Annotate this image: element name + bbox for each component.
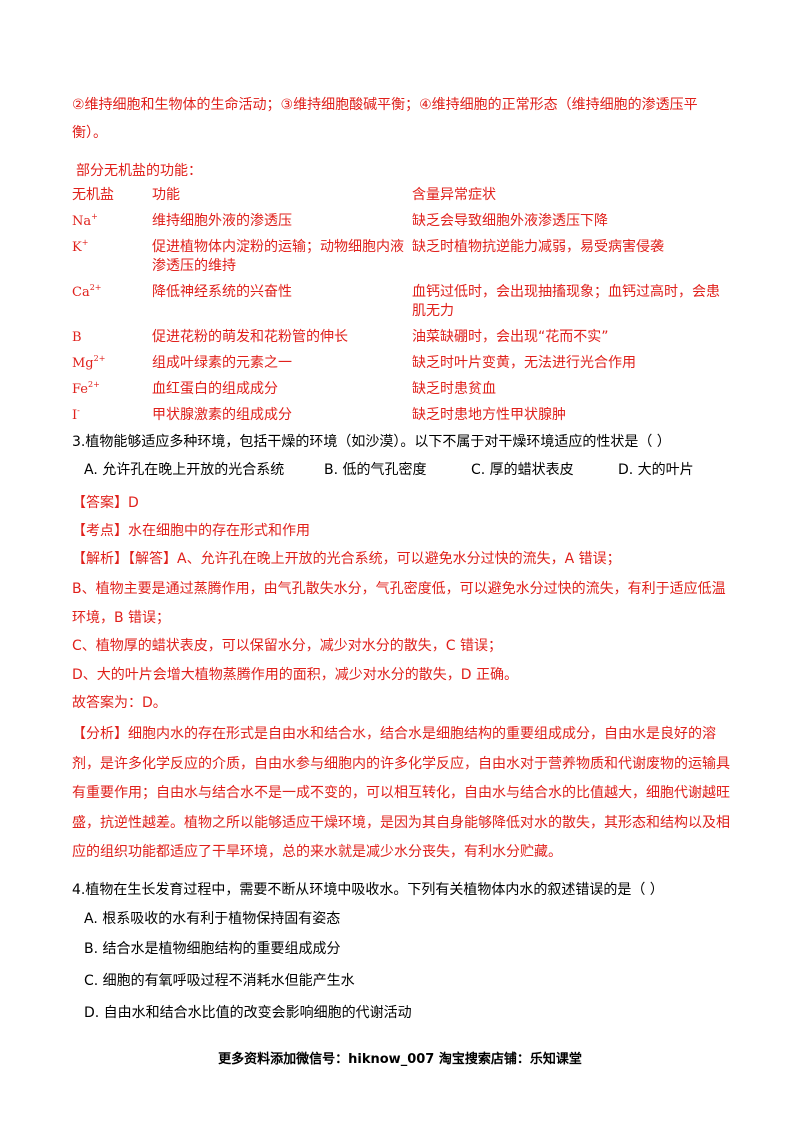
table-row: Ca2+ 降低神经系统的兴奋性 血钙过低时，会出现抽搐现象；血钙过高时，会患肌无…	[72, 283, 732, 328]
point-tag: 【考点】	[72, 523, 128, 539]
function-cell: 促进植物体内淀粉的运输；动物细胞内液渗透压的维持	[152, 239, 404, 274]
q3-option-a: A. 允许孔在晚上开放的光合系统	[84, 462, 285, 478]
q3-analysis-d: D、大的叶片会增大植物蒸腾作用的面积，减少对水分的散失，D 正确。	[72, 667, 519, 683]
q4-option-d: D. 自由水和结合水比值的改变会影响细胞的代谢活动	[84, 1005, 412, 1021]
symptom-cell: 缺乏时叶片变黄，无法进行光合作用	[412, 355, 636, 371]
q3-answer: 【答案】D	[72, 490, 732, 516]
q3-point: 【考点】水在细胞中的存在形式和作用	[72, 518, 732, 544]
page-footer: 更多资料添加微信号：hiknow_007 淘宝搜索店铺：乐知课堂	[218, 1052, 582, 1067]
table-row: Fe2+ 血红蛋白的组成成分 缺乏时患贫血	[72, 380, 732, 406]
q4-option-b: B. 结合水是植物细胞结构的重要组成成分	[84, 941, 341, 957]
symptom-cell: 缺乏会导致细胞外液渗透压下降	[412, 213, 608, 229]
symptom-cell: 缺乏时植物抗逆能力减弱，易受病害侵袭	[412, 239, 664, 255]
ion-cell: Mg2+	[72, 354, 106, 372]
q4-option-a: A. 根系吸收的水有利于植物保持固有姿态	[84, 911, 341, 927]
table-header-row: 无机盐 功能 含量异常症状	[72, 186, 732, 212]
header-symptom: 含量异常症状	[412, 187, 496, 203]
point-value: 水在细胞中的存在形式和作用	[128, 523, 310, 539]
function-cell: 降低神经系统的兴奋性	[152, 284, 292, 300]
q3-stem: 3.植物能够适应多种环境，包括干燥的环境（如沙漠）。以下不属于对干燥环境适应的性…	[72, 434, 671, 450]
analysis-a: A、允许孔在晚上开放的光合系统，可以避免水分过快的流失，A 错误；	[177, 551, 621, 567]
table-row: K+ 促进植物体内淀粉的运输；动物细胞内液渗透压的维持 缺乏时植物抗逆能力减弱，…	[72, 238, 732, 283]
symptom-cell: 缺乏时患贫血	[412, 381, 496, 397]
function-cell: 促进花粉的萌发和花粉管的伸长	[152, 329, 348, 345]
q3-option-c: C. 厚的蜡状表皮	[471, 462, 574, 478]
q3-analysis-first: 【解析】【解答】A、允许孔在晚上开放的光合系统，可以避免水分过快的流失，A 错误…	[72, 546, 732, 572]
table-row: B 促进花粉的萌发和花粉管的伸长 油菜缺硼时，会出现“花而不实”	[72, 328, 732, 354]
table-row: I- 甲状腺激素的组成成分 缺乏时患地方性甲状腺肿	[72, 406, 732, 432]
function-cell: 组成叶绿素的元素之一	[152, 355, 292, 371]
answer-value: D	[128, 495, 139, 511]
ion-cell: K+	[72, 238, 89, 256]
fenxi-tag: 【分析】	[72, 726, 128, 742]
ion-cell: Ca2+	[72, 283, 102, 301]
header-salt: 无机盐	[72, 187, 114, 203]
function-cell: 维持细胞外液的渗透压	[152, 213, 292, 229]
section-subhead: 部分无机盐的功能：	[76, 163, 202, 179]
q4-stem: 4.植物在生长发育过程中，需要不断从环境中吸收水。下列有关植物体内水的叙述错误的…	[72, 882, 664, 898]
function-cell: 血红蛋白的组成成分	[152, 381, 278, 397]
ion-cell: I-	[72, 406, 80, 424]
answer-tag: 【答案】	[72, 495, 128, 511]
ion-cell: Na+	[72, 212, 98, 230]
intro-paragraph: ②维持细胞和生物体的生命活动；③维持细胞酸碱平衡；④维持细胞的正常形态（维持细胞…	[72, 97, 698, 141]
q3-analysis-c: C、植物厚的蜡状表皮，可以保留水分，减少对水分的散失，C 错误；	[72, 638, 502, 654]
function-cell: 甲状腺激素的组成成分	[152, 407, 292, 423]
q4-option-c: C. 细胞的有氧呼吸过程不消耗水但能产生水	[84, 973, 355, 989]
header-function: 功能	[152, 187, 180, 203]
q3-conclusion: 故答案为：D。	[72, 695, 167, 711]
ion-cell: B	[72, 330, 82, 345]
ion-cell: Fe2+	[72, 380, 100, 398]
table-row: Mg2+ 组成叶绿素的元素之一 缺乏时叶片变黄，无法进行光合作用	[72, 354, 732, 380]
salt-function-table: 无机盐 功能 含量异常症状 Na+ 维持细胞外液的渗透压 缺乏会导致细胞外液渗透…	[72, 186, 732, 432]
q3-option-b: B. 低的气孔密度	[324, 462, 427, 478]
symptom-cell: 缺乏时患地方性甲状腺肿	[412, 407, 566, 423]
q3-fenxi: 【分析】细胞内水的存在形式是自由水和结合水，结合水是细胞结构的重要组成成分，自由…	[72, 720, 732, 868]
table-row: Na+ 维持细胞外液的渗透压 缺乏会导致细胞外液渗透压下降	[72, 212, 732, 238]
symptom-cell: 油菜缺硼时，会出现“花而不实”	[412, 329, 609, 345]
symptom-cell: 血钙过低时，会出现抽搐现象；血钙过高时，会患肌无力	[412, 284, 720, 319]
q3-option-d: D. 大的叶片	[618, 462, 694, 478]
analysis-tag: 【解析】【解答】	[72, 551, 177, 567]
fenxi-text: 细胞内水的存在形式是自由水和结合水，结合水是细胞结构的重要组成成分，自由水是良好…	[72, 726, 730, 861]
q3-analysis-b: B、植物主要是通过蒸腾作用，由气孔散失水分，气孔密度低，可以避免水分过快的流失，…	[72, 581, 726, 626]
